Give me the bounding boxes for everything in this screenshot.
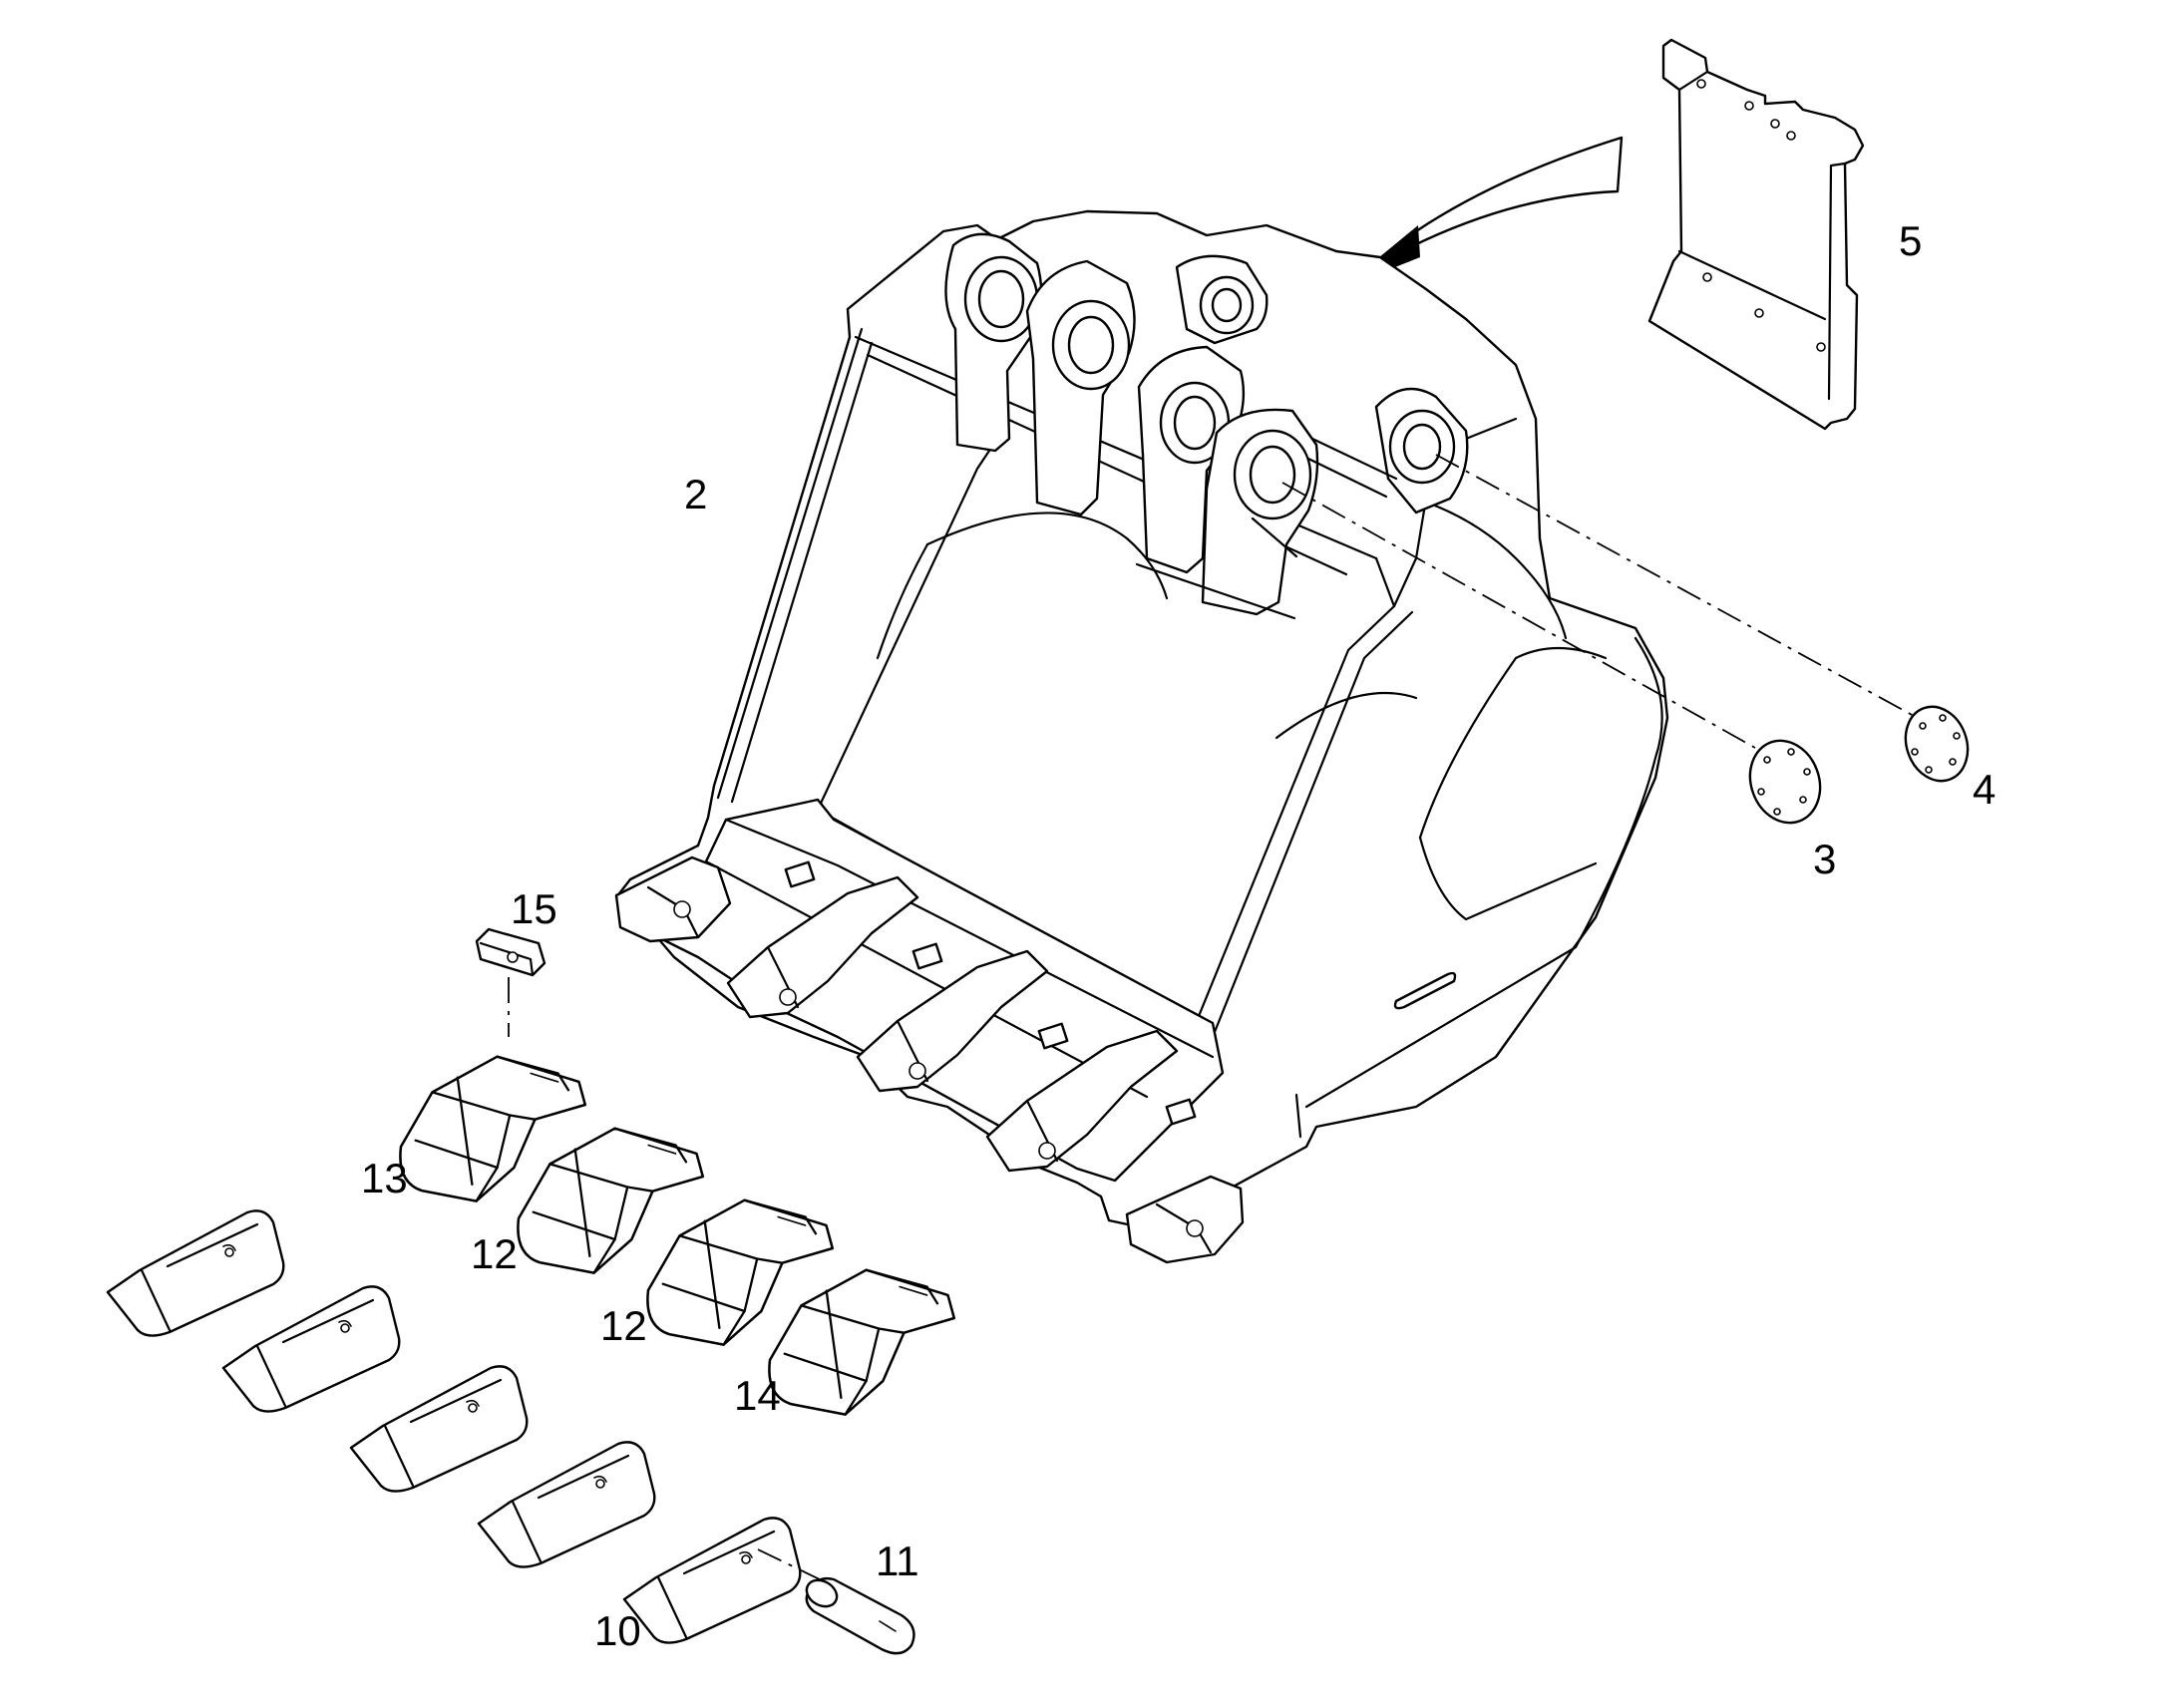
callout-14: 14 <box>734 1372 781 1419</box>
retaining-pin-part <box>757 1548 915 1655</box>
callout-2: 2 <box>684 471 707 517</box>
tooth-part <box>106 1209 285 1337</box>
cover-disc-part <box>1748 739 1822 825</box>
callout-10: 10 <box>594 1607 641 1654</box>
lock-part <box>475 927 546 1037</box>
pin-axis-line <box>1435 454 1926 723</box>
callout-4: 4 <box>1973 766 1996 813</box>
callout-5: 5 <box>1899 217 1922 264</box>
callout-12: 12 <box>600 1302 647 1349</box>
callout-3: 3 <box>1813 836 1836 882</box>
cover-disc-part <box>1904 705 1970 783</box>
adapter-part <box>768 1268 956 1416</box>
guard-plate-part <box>1647 38 1865 431</box>
tooth-part <box>349 1365 529 1493</box>
tooth-part <box>221 1285 401 1413</box>
callout-15: 15 <box>511 885 557 932</box>
tooth-part <box>622 1517 802 1644</box>
callout-12: 12 <box>471 1230 518 1277</box>
bucket-body-part <box>614 209 1669 1264</box>
tooth-part <box>477 1441 656 1568</box>
callout-13: 13 <box>361 1155 408 1201</box>
callout-11: 11 <box>876 1537 919 1584</box>
